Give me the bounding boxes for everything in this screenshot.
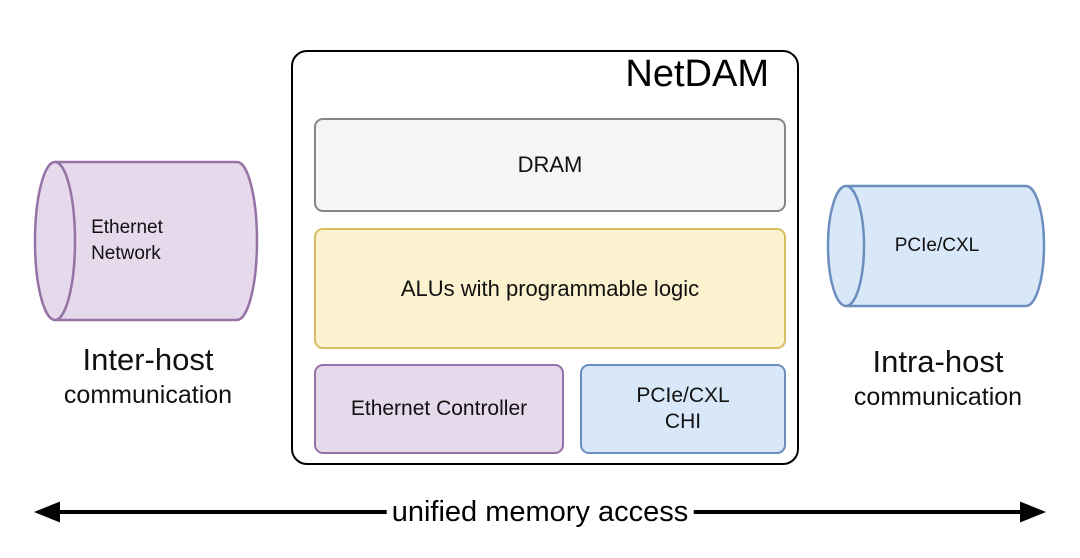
cylinder-body (846, 184, 1046, 308)
pcie-cxl-cylinder: PCIe/CXL (826, 184, 1048, 308)
pcie-cxl-chi-label-line1: PCIe/CXL (636, 383, 730, 407)
inter-host-caption: Inter-host communication (18, 342, 278, 410)
netdam-box: NetDAM DRAM ALUs with programmable logic… (291, 50, 799, 465)
alu-label: ALUs with programmable logic (400, 275, 700, 301)
unified-memory-access-label: unified memory access (386, 494, 694, 530)
ethernet-controller-box: Ethernet Controller (314, 364, 564, 454)
pcie-cxl-chi-label-line2: CHI (664, 410, 702, 433)
ethernet-network-label-line2: Network (91, 243, 161, 264)
ethernet-network-label-line1: Ethernet (91, 217, 163, 239)
pcie-cxl-label-text: PCIe/CXL (894, 235, 980, 257)
netdam-title: NetDAM (625, 53, 769, 95)
cylinder-shape-icon (826, 184, 1046, 308)
ethernet-network-cylinder: Ethernet Network (33, 160, 261, 322)
inter-host-title: Inter-host (82, 342, 214, 377)
cylinder-shape-icon (33, 160, 259, 322)
cylinder-body (55, 160, 259, 322)
ethernet-controller-label: Ethernet Controller (350, 397, 528, 420)
inter-host-subtitle: communication (63, 381, 233, 409)
intra-host-subtitle: communication (853, 383, 1023, 411)
cylinder-cap (33, 160, 77, 322)
cylinder-cap (826, 184, 866, 308)
pcie-cxl-label: PCIe/CXL (826, 184, 1048, 308)
intra-host-caption: Intra-host communication (818, 344, 1058, 412)
arrow-head-left-icon (34, 501, 60, 523)
arrow-head-right-icon (1020, 501, 1046, 523)
pcie-cxl-chi-box: PCIe/CXL CHI (580, 364, 786, 454)
dram-box: DRAM (314, 118, 786, 212)
intra-host-title: Intra-host (872, 344, 1004, 379)
ethernet-network-label: Ethernet Network (33, 160, 261, 322)
dram-label: DRAM (517, 152, 583, 177)
alu-box: ALUs with programmable logic (314, 228, 786, 349)
